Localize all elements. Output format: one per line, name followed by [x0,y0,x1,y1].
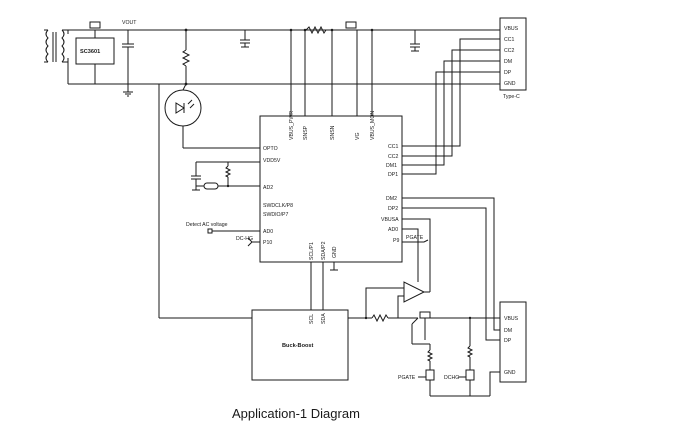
pin-swdio: SWDIO/P7 [263,212,288,218]
buck-scl: SCL [309,314,315,324]
ntc-network [191,161,260,191]
dchg-network [458,318,475,396]
ac-transformer [44,29,69,63]
pin-vbus-pwr: VBUS_PWR [289,111,295,140]
pin-swdclk: SWDCLK/P8 [263,203,293,209]
buck-sda: SDA [321,313,327,324]
pin-dp1: DP1 [388,172,398,178]
output-capacitor [410,30,420,52]
pin-vbusa: VBUSA [381,217,399,223]
pin-ad2: AD2 [263,185,273,191]
pin-snsp: SNSP [303,125,309,140]
type-c-label: Type-C [503,94,520,100]
pin-dm2: DM2 [386,196,397,202]
pin-p9: P9 [393,238,399,244]
pin-scl: SCL/P1 [309,242,315,260]
dchg-label: DCHG [444,375,459,381]
bulk-capacitor [122,30,134,97]
pin-snsn: SNSN [330,125,336,140]
pin-cc1: CC1 [388,144,398,150]
type-c-connector-top [499,17,527,91]
pgate-ic-label: PGATE [406,235,424,241]
pin-ad0-left: AD0 [263,229,273,235]
bc-dm: DM [504,328,512,334]
pin-p10: P10 [263,240,272,246]
pin-gnd: GND [332,246,338,258]
pin-cc2: CC2 [388,154,398,160]
sc-chip-label: SC3601 [80,49,100,55]
tc-cc2: CC2 [504,48,514,54]
bc-gnd: GND [504,370,516,376]
output-sense-resistor [371,313,389,323]
pin-dm1: DM1 [386,163,397,169]
sense-resistor [305,25,327,35]
controller-ic [259,115,403,263]
output-mosfet [344,21,358,31]
pin-vbus-mon: VBUS_MON [370,111,376,140]
detect-ac-terminal[interactable] [207,228,213,234]
pgate-label: PGATE [398,375,416,381]
diagram-caption: Application-1 Diagram [232,406,360,421]
pin-opto: OPTO [263,146,278,152]
buck-boost-label: Buck-Boost [282,343,314,349]
usb-connector-bottom [499,301,527,383]
pgate-network [411,317,490,397]
bc-vbus: VBUS [504,316,519,322]
buck-boost-block [251,309,349,381]
tc-gnd: GND [504,81,516,87]
tc-dp: DP [504,70,512,76]
bc-dp: DP [504,338,512,344]
input-mosfet [88,21,102,31]
current-sense-opamp [365,281,430,318]
pin-dp2: DP2 [388,206,398,212]
tc-dm: DM [504,59,512,65]
dchg-ic-label: DC-HG [236,236,253,242]
pin-ad0-right: AD0 [388,227,398,233]
sc-chip-box [75,37,115,65]
pin-vdd5v: VDD5V [263,158,281,164]
opto-coupler [164,83,202,127]
opto-resistor [181,28,191,86]
tc-vbus: VBUS [504,26,519,32]
vout-label: VOUT [122,20,137,26]
tc-cc1: CC1 [504,37,514,43]
rail-capacitor [240,30,250,48]
pin-sda: SDA/P2 [321,241,327,260]
detect-ac-label: Detect AC voltage [186,222,228,228]
vbus-mosfet [419,311,500,340]
pin-vg: VG [355,133,361,141]
